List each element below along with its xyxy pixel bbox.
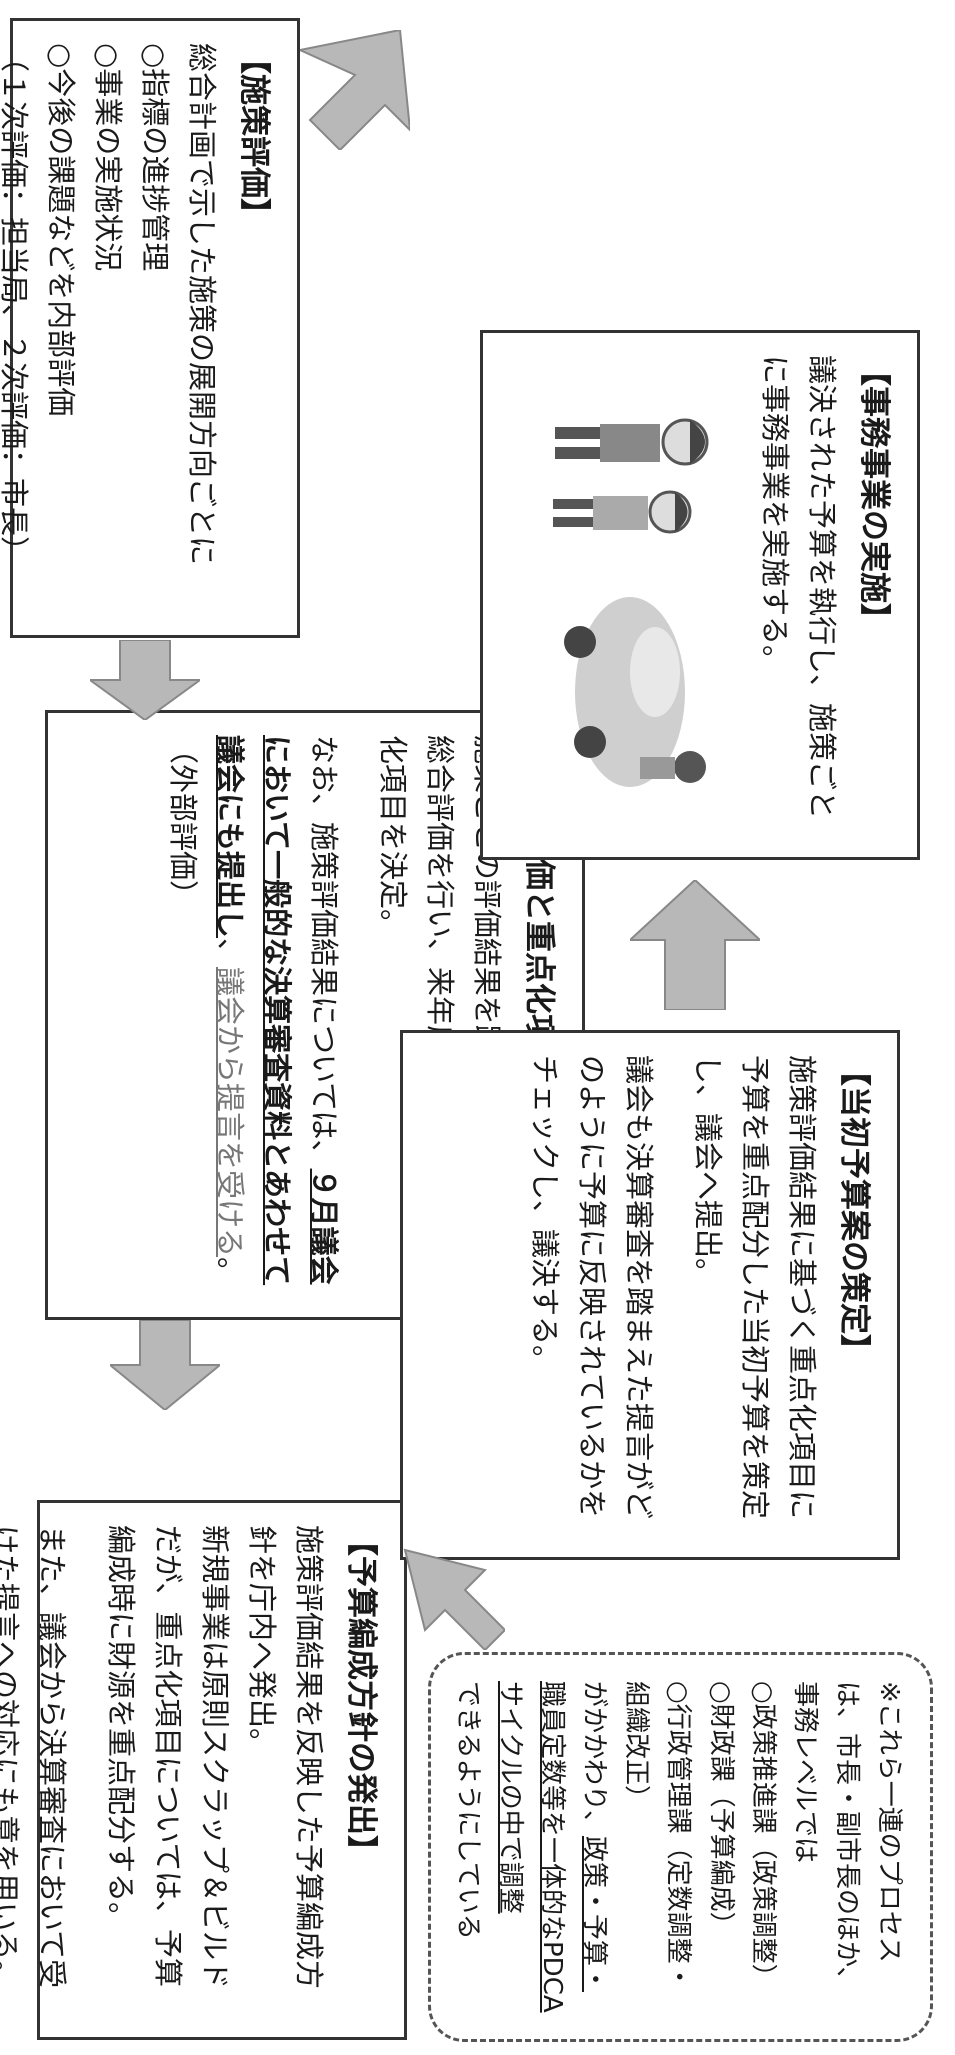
note-line: ※これら一連のプロセスは、市長・副市長のほか、事務レベルでは [789, 1681, 904, 1993]
box-paragraph: 施策評価結果を反映した予算編成方針を庁内へ発出。 [244, 1525, 326, 1990]
paragraph-text: 、 [212, 938, 247, 968]
box-line: ○今後の課題などを内部評価 [43, 43, 78, 417]
arrow-right-icon [110, 1320, 220, 1410]
note-line: できるようにしている [452, 1681, 483, 1940]
arrow-diagonal-icon [395, 1540, 505, 1650]
box-title: 【当初予算案の策定】 [836, 1055, 872, 1365]
box-paragraph: また、議会から決算審査において受けた提言への対応にも意を用いる。 [0, 1525, 69, 1990]
box-line: ○指標の進捗管理 [137, 43, 172, 272]
box-line: （１次評価：担当局、２次評価：市長） [0, 43, 31, 566]
box-title: 【施策評価】 [236, 43, 272, 229]
people-and-car-illustration [520, 372, 750, 812]
box-title: 【事務事業の実施】 [856, 355, 892, 634]
box-paragraph: 議会も決算審査を踏まえた提言がどのように予算に反映されているかをチェックし、議決… [527, 1055, 656, 1520]
box-budget-policy: 【予算編成方針の発出】 施策評価結果を反映した予算編成方針を庁内へ発出。 新規事… [0, 1500, 407, 2040]
box-line: 総合計画で示した施策の展開方向ごとに [184, 43, 219, 566]
note-line: がかかわり、政策・予算・職員定数等を一体的なPDCAサイクルの中で調整 [489, 1681, 615, 2013]
box-initial-budget: 【当初予算案の策定】 施策評価結果に基づく重点化項目に予算を重点配分した当初予算… [400, 1030, 900, 1560]
note-text: がかかわり、 [579, 1681, 610, 1836]
box-paragraph: 新規事業は原則スクラップ＆ビルドだが、重点化項目については、予算編成時に財源を重… [103, 1525, 232, 1990]
faint-underlined-text: 議会から提言を受ける [212, 967, 247, 1258]
box-policy-evaluation: 【施策評価】 総合計画で示した施策の展開方向ごとに ○指標の進捗管理 ○事業の実… [0, 18, 300, 638]
paragraph-text: なお、施策評価結果については、 [306, 735, 341, 1169]
box-line: ○事業の実施状況 [90, 43, 125, 272]
arrow-left-icon [630, 880, 760, 1010]
box-paragraph: 施策評価結果に基づく重点化項目に予算を重点配分した当初予算を策定し、議会へ提出。 [690, 1055, 819, 1520]
box-paragraph: 議決された予算を執行し、施策ごとに事務事業を実施する。 [757, 355, 839, 820]
note-line: ○政策推進課（政策調整） [747, 1681, 778, 1990]
note-line: ○財政課（予算編成） [705, 1681, 736, 1938]
box-paragraph: なお、施策評価結果については、９月議会において一般的な決算審査資料とあわせて議会… [159, 735, 347, 1295]
arrow-diagonal-icon [300, 30, 410, 150]
arrow-right-icon [90, 640, 200, 720]
note-box: ※これら一連のプロセスは、市長・副市長のほか、事務レベルでは ○政策推進課（政策… [428, 1652, 933, 2042]
note-line: ○行政管理課（定数調整・組織改正） [621, 1681, 694, 1990]
box-title: 【予算編成方針の発出】 [343, 1525, 379, 1866]
